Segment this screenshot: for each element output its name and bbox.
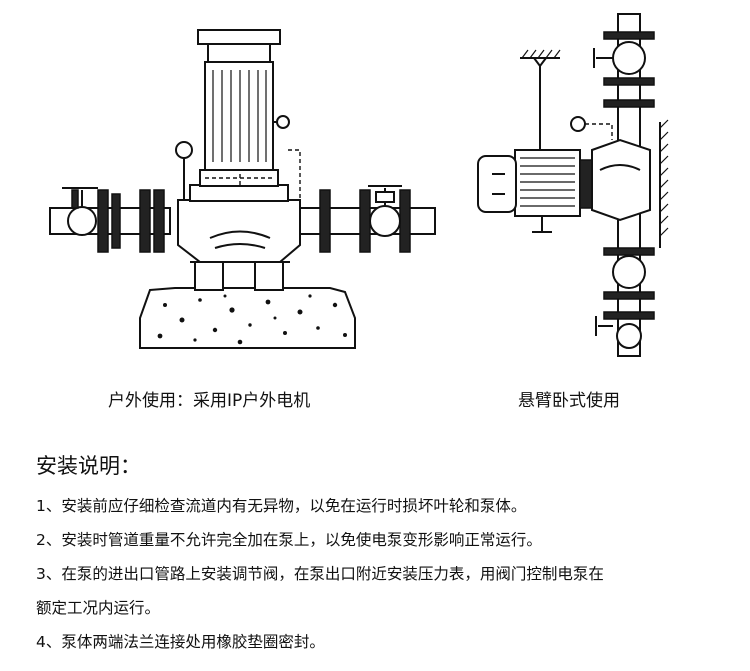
concrete-base [139, 287, 356, 349]
right-figure-caption: 悬臂卧式使用 [518, 391, 620, 411]
cantilever-pump-drawing [477, 13, 669, 357]
pump-casing [591, 138, 651, 222]
instruction-item-4: 4、泵体两端法兰连接处用橡胶垫圈密封。 [36, 633, 325, 651]
pressure-gauge-right [570, 116, 586, 132]
instruction-item-3: 3、在泵的进出口管路上安装调节阀，在泵出口附近安装压力表，用阀门控制电泵在 [36, 565, 604, 583]
instruction-item-1: 1、安装前应仔细检查流道内有无异物，以免在运行时损坏叶轮和泵体。 [36, 497, 527, 515]
motor [204, 61, 274, 171]
horizontal-motor [514, 149, 581, 217]
instruction-item-2: 2、安装时管道重量不允许完全加在泵上，以免使电泵变形影响正常运行。 [36, 531, 542, 549]
instructions-heading: 安装说明： [36, 454, 141, 478]
vertical-pump-drawing [49, 29, 436, 349]
instruction-item-3-continued: 额定工况内运行。 [36, 599, 161, 617]
concrete-texture [157, 294, 347, 345]
pressure-gauge-left [175, 141, 193, 159]
installation-figures [49, 13, 669, 357]
left-figure-caption: 户外使用：采用IP户外电机 [108, 391, 311, 411]
